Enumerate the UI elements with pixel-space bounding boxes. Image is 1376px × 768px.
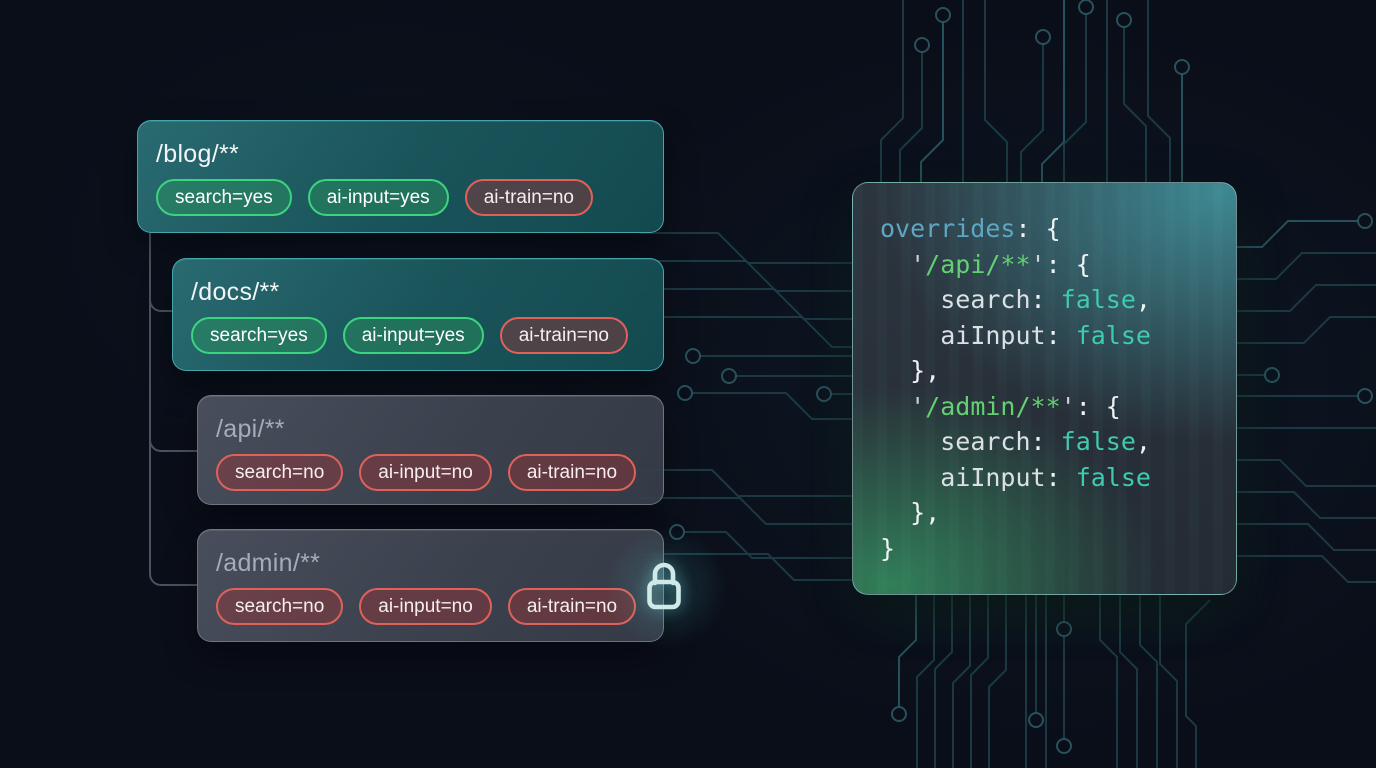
badge-row: search=yes ai-input=yes ai-train=no xyxy=(191,317,645,354)
path-card-blog: /blog/** search=yes ai-input=yes ai-trai… xyxy=(137,120,664,233)
code-line: aiInput: false xyxy=(940,462,1151,492)
path-label: /blog/** xyxy=(156,140,240,168)
badge-search: search=no xyxy=(216,454,344,491)
path-card-docs: /docs/** search=yes ai-input=yes ai-trai… xyxy=(172,258,664,371)
path-label: /api/** xyxy=(216,415,285,443)
code-line: }, xyxy=(880,356,941,385)
tree-connector-admin xyxy=(149,233,199,586)
badge-ai-train: ai-train=no xyxy=(499,317,628,354)
badge-ai-train: ai-train=no xyxy=(464,179,593,216)
badge-search: search=yes xyxy=(191,317,327,354)
badge-ai-input: ai-input=no xyxy=(359,588,492,625)
code-line: overrides: { xyxy=(880,214,1061,243)
code-line: '/api/**': { xyxy=(910,249,1091,279)
badge-ai-input: ai-input=yes xyxy=(342,317,484,354)
badge-ai-input: ai-input=yes xyxy=(307,179,449,216)
code-line: } xyxy=(880,533,896,563)
path-card-api: /api/** search=no ai-input=no ai-train=n… xyxy=(197,395,664,505)
path-label: /docs/** xyxy=(191,278,280,306)
badge-ai-input: ai-input=no xyxy=(359,454,492,491)
code-line: search: false, xyxy=(940,285,1151,314)
badge-row: search=no ai-input=no ai-train=no xyxy=(216,454,645,491)
code-line: aiInput: false xyxy=(940,320,1151,350)
badge-ai-train: ai-train=no xyxy=(507,454,637,491)
badge-search: search=no xyxy=(216,588,344,625)
path-card-admin: /admin/** search=no ai-input=no ai-train… xyxy=(197,529,664,642)
badge-ai-train: ai-train=no xyxy=(507,588,637,625)
badge-row: search=yes ai-input=yes ai-train=no xyxy=(156,179,645,216)
code-line: }, xyxy=(880,498,941,527)
path-label: /admin/** xyxy=(216,549,321,577)
code-line: '/admin/**': { xyxy=(910,391,1121,421)
overrides-code-panel: overrides: { '/api/**': { search: false,… xyxy=(852,182,1237,595)
badge-row: search=no ai-input=no ai-train=no xyxy=(216,588,645,625)
code-line: search: false, xyxy=(940,427,1151,456)
badge-search: search=yes xyxy=(156,179,292,216)
lock-icon xyxy=(647,562,681,610)
